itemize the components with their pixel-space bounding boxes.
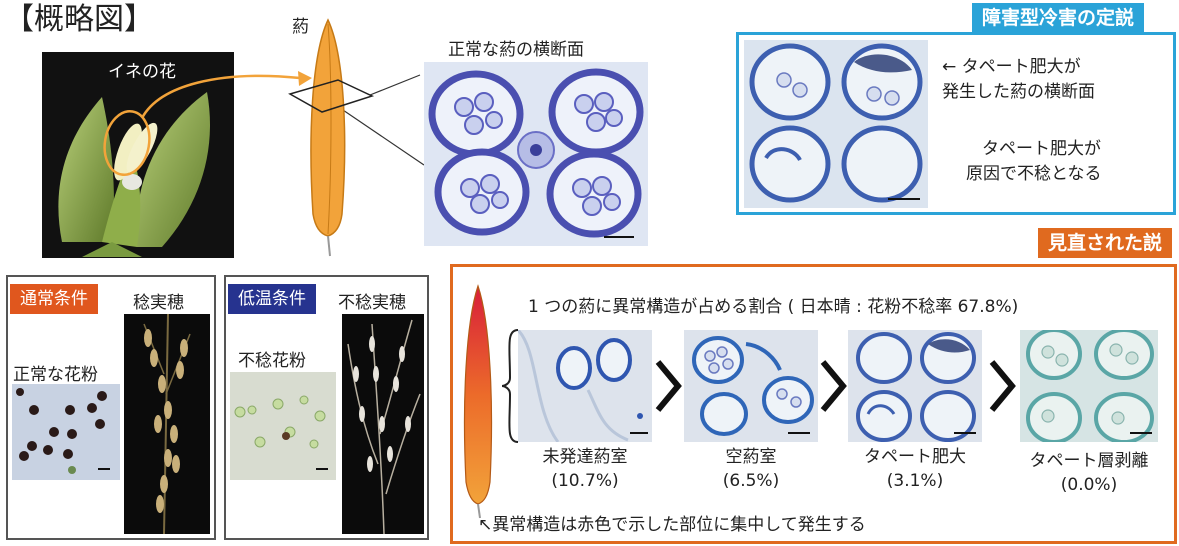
- stage-pct-hypertrophy: (3.1%): [886, 471, 944, 491]
- flower-to-anther-arrow: [140, 74, 301, 119]
- chevron-right-icon: [989, 360, 1016, 412]
- standard-note-2-line-1: タペート肥大が: [982, 139, 1101, 159]
- stage-photo-tapetum-detachment: [1020, 330, 1158, 442]
- standard-note-1-line-2: 発生した葯の横断面: [942, 82, 1095, 102]
- low-temp-condition-tag: 低温条件: [228, 284, 316, 314]
- revised-theory-box: [450, 264, 1177, 544]
- scale-bar: [630, 432, 648, 434]
- scale-bar: [604, 236, 634, 238]
- scale-bar: [888, 198, 920, 200]
- cut-plane: [288, 79, 375, 113]
- stage-pct-empty: (6.5%): [722, 471, 780, 491]
- standard-theory-tag: 障害型冷害の定説: [972, 3, 1145, 33]
- stage-name-detachment: タペート層剥離: [1029, 451, 1149, 471]
- normal-condition-box: [6, 275, 216, 540]
- low-temp-ear-label: 不稔実穂: [338, 293, 406, 313]
- chevron-right-icon: [820, 360, 847, 412]
- anther-illustration: [288, 18, 375, 257]
- zoom-line-bottom: [339, 107, 425, 166]
- normal-condition-tag: 通常条件: [10, 284, 98, 314]
- scale-bar: [1130, 432, 1152, 434]
- stage-photo-empty-locule: [684, 330, 818, 442]
- revised-header: 1 つの葯に異常構造が占める割合 ( 日本晴 : 花粉不稔率 67.8%): [528, 297, 1019, 317]
- low-temp-condition-box: [224, 275, 429, 540]
- scale-bar: [788, 432, 810, 434]
- normal-cross-section-photo: [424, 62, 648, 246]
- normal-pollen-label: 正常な花粉: [13, 365, 98, 385]
- stage-name-undeveloped: 未発達葯室: [542, 447, 628, 467]
- tapetum-hypertrophy-photo: [744, 40, 928, 208]
- flower-highlight-ring: [103, 110, 151, 176]
- low-temp-pollen-label: 不稔花粉: [238, 351, 306, 371]
- arrow-head-icon: [298, 71, 312, 86]
- scale-bar: [954, 432, 976, 434]
- page-title: 【概略図】: [4, 2, 154, 37]
- cross-section-label: 正常な葯の横断面: [448, 40, 584, 60]
- zoom-line-top: [369, 74, 421, 96]
- scale-bar: [98, 468, 110, 470]
- standard-note-2-line-2: 原因で不稔となる: [966, 164, 1102, 184]
- stage-name-hypertrophy: タペート肥大: [864, 447, 966, 467]
- anther-label: 葯: [292, 17, 309, 37]
- flower-label: イネの花: [108, 62, 176, 82]
- normal-ear-label: 稔実穂: [133, 293, 184, 313]
- stage-name-empty: 空葯室: [725, 447, 777, 467]
- sterile-pollen-photo: [230, 372, 336, 480]
- abnormal-anther-illustration: [463, 284, 493, 519]
- normal-pollen-photo: [12, 384, 120, 480]
- standard-note-1-line-1: ← タペート肥大が: [942, 57, 1081, 77]
- chevron-right-icon: [655, 360, 682, 412]
- stage-photo-undeveloped-locule: [518, 330, 652, 442]
- sterile-ear-photo: [342, 314, 424, 534]
- stage-photo-tapetum-hypertrophy: [848, 330, 982, 442]
- revised-theory-tag: 見直された説: [1038, 228, 1173, 258]
- scale-bar: [316, 468, 328, 470]
- revised-footer: ↖異常構造は赤色で示した部位に集中して発生する: [478, 515, 866, 535]
- stage-pct-undeveloped: (10.7%): [551, 471, 619, 491]
- normal-ear-photo: [124, 314, 210, 534]
- stage-pct-detachment: (0.0%): [1060, 475, 1118, 495]
- standard-theory-box: [736, 32, 1176, 215]
- bracket: [501, 329, 519, 443]
